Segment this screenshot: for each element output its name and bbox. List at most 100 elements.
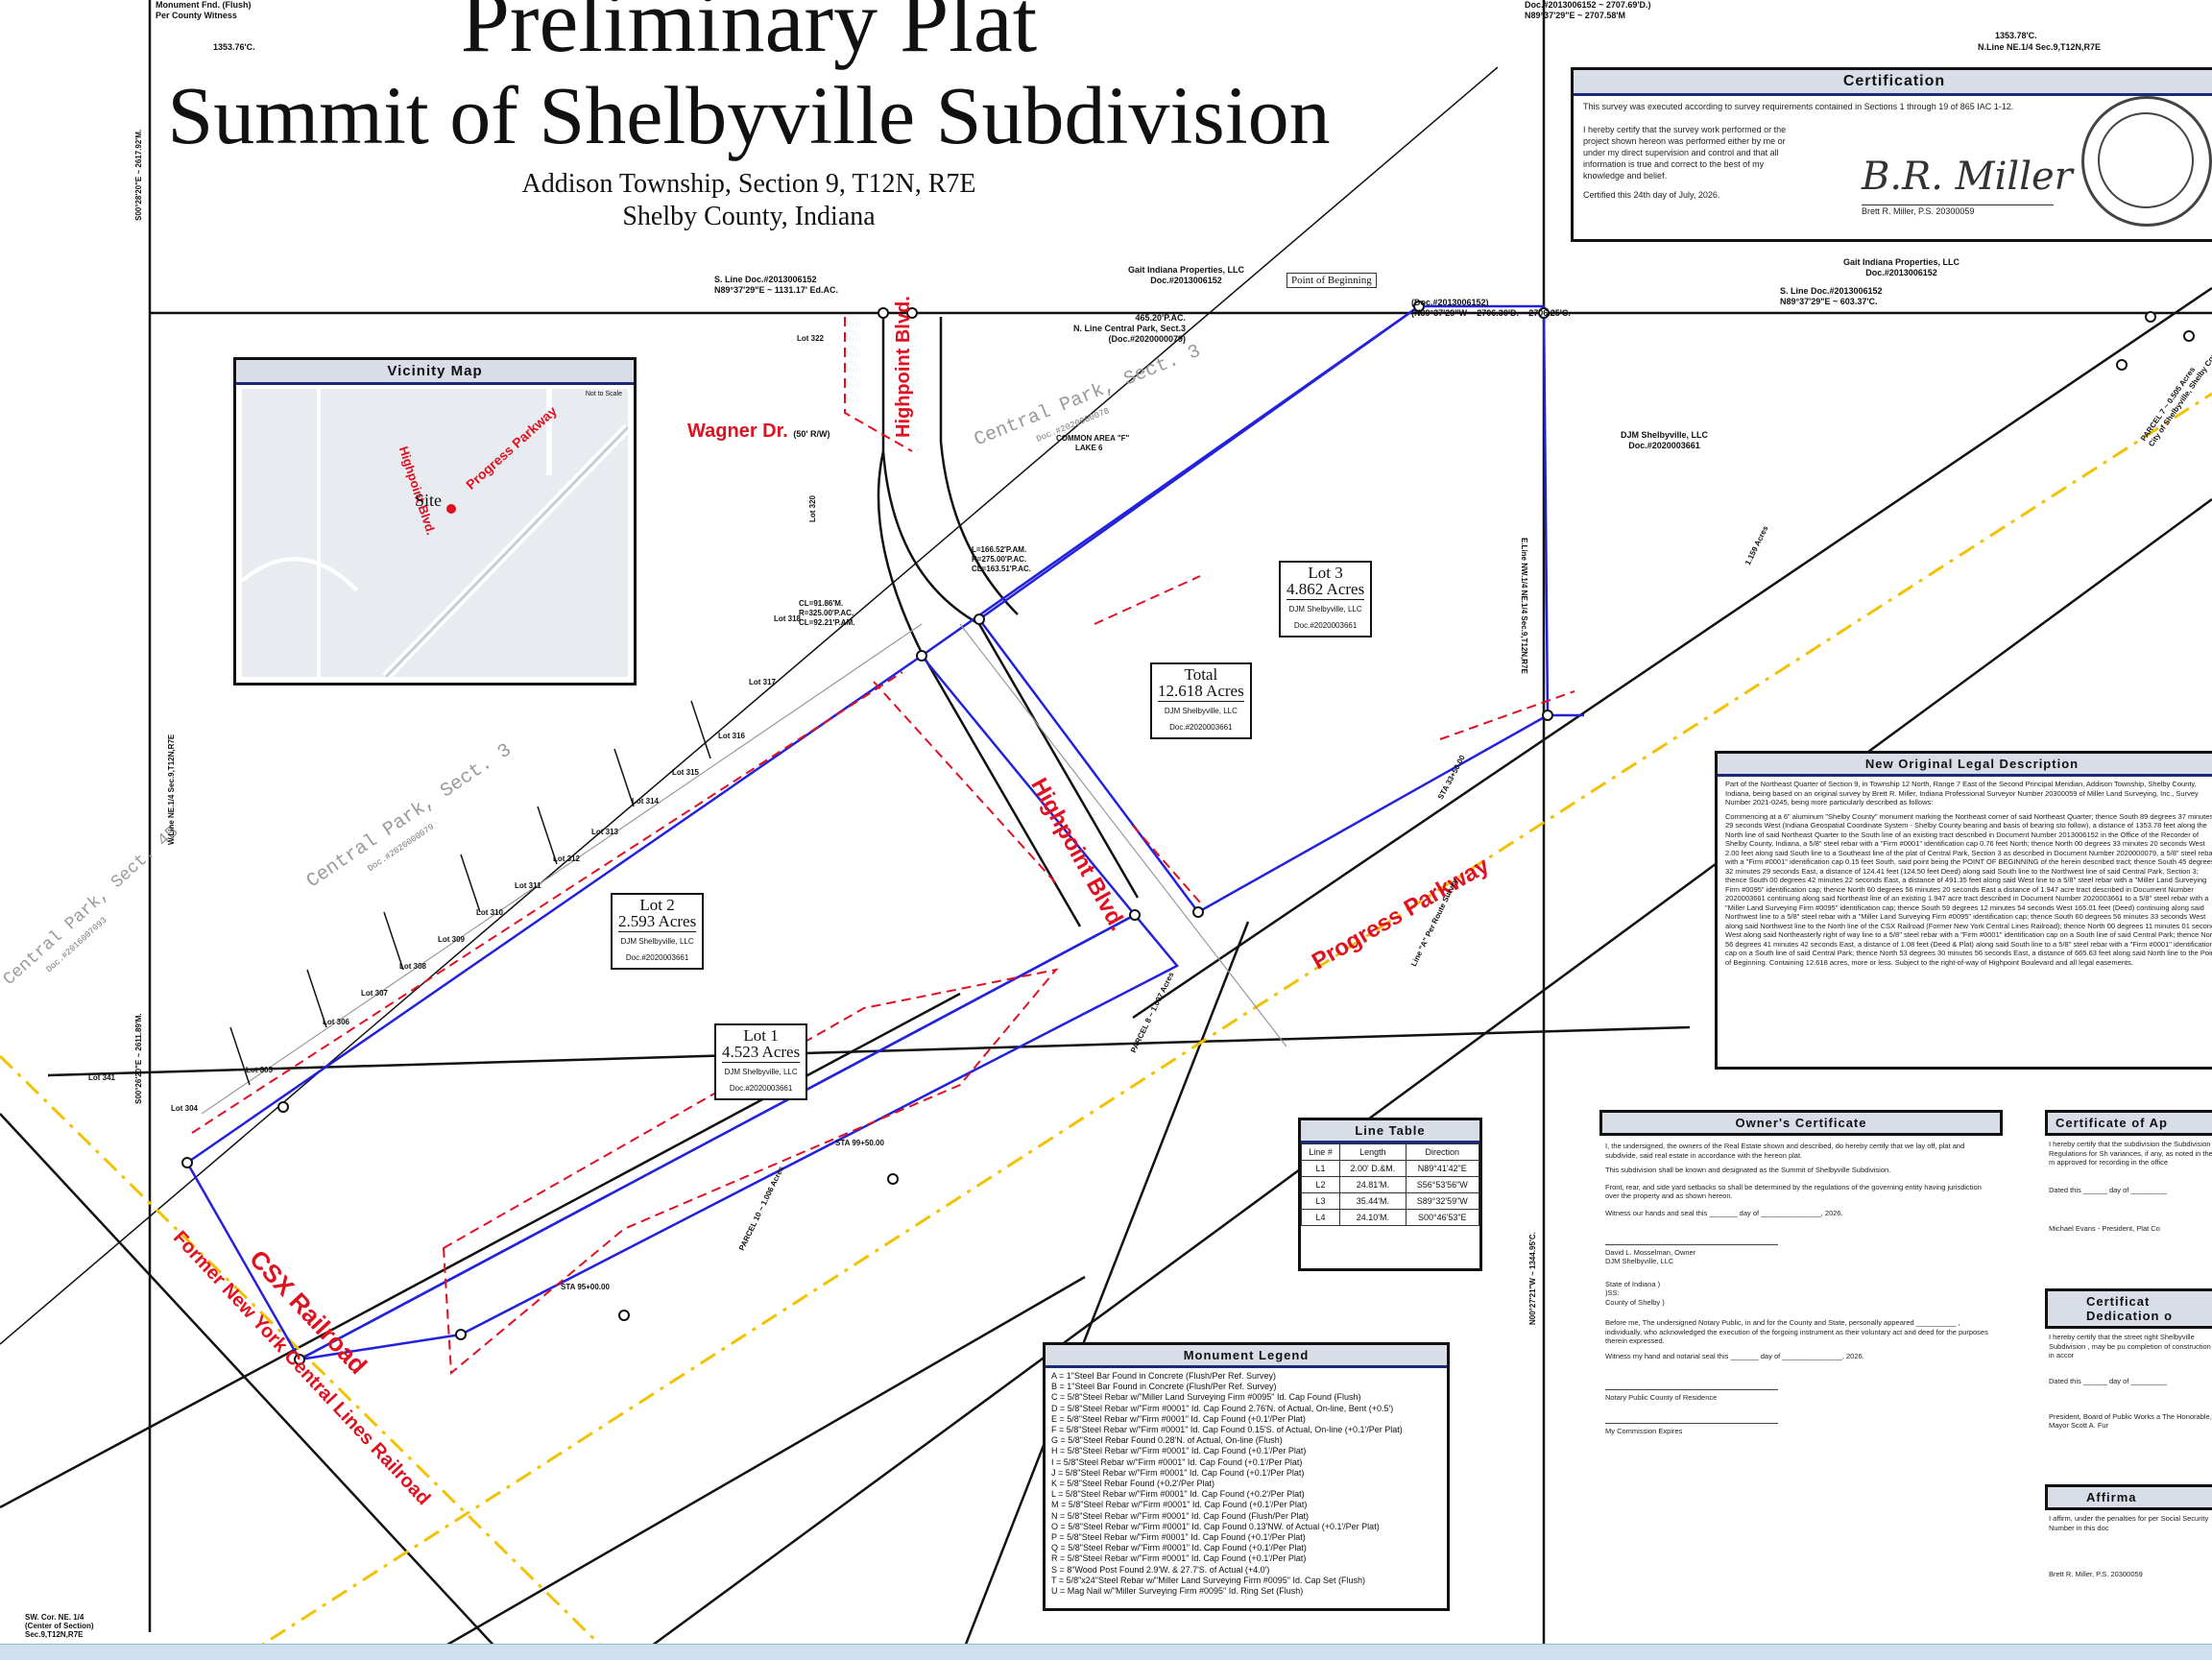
line-direction: S89°32'59"W [1405, 1192, 1480, 1210]
owners-cert-p4: Witness our hands and seal this _______ … [1605, 1208, 1843, 1217]
line-length: 24.10'M. [1339, 1209, 1407, 1226]
sw-corner-label: SW. Cor. NE. 1/4 (Center of Section) Sec… [25, 1613, 94, 1639]
lot-341-label: Lot 341 [88, 1073, 116, 1082]
affirmation: Affirma I affirm, under the penalties fo… [2045, 1484, 2212, 1619]
certification-signer: Brett R. Miller, P.S. 20300059 [1862, 204, 2054, 217]
commission-signer: My Commission Expires [1599, 1402, 2003, 1435]
lot1-name: Lot 1 [743, 1026, 779, 1045]
legal-description-box: New Original Legal Description Part of t… [1715, 751, 2212, 1070]
lot-320-label: Lot 320 [808, 494, 817, 522]
certificate-of-dedication: Certificat Dedication o I hereby certify… [2045, 1288, 2212, 1471]
surveyor-signature: B.R. Miller [1862, 155, 2073, 199]
vicinity-map: Vicinity Map Not to Scale Progress Parkw… [233, 357, 637, 686]
point-of-beginning: Point of Beginning [1286, 273, 1377, 288]
line-direction: S56°53'56"W [1405, 1176, 1480, 1193]
approval-dated: Dated this ______ day of _________ [2049, 1185, 2168, 1194]
legend-item: E = 5/8"Steel Rebar w/"Firm #0001" Id. C… [1051, 1413, 1306, 1424]
building-lines [201, 623, 1287, 1115]
commission-line [1605, 1423, 1778, 1424]
affirmation-signer: Brett R. Miller, P.S. 20300059 [2049, 1570, 2143, 1578]
certification-heading: Certification [1574, 70, 2212, 96]
common-area-name: COMMON AREA "F" [1056, 434, 1130, 443]
lot2-name: Lot 2 [639, 896, 675, 914]
lot-317-label: Lot 317 [749, 678, 777, 686]
rail-centerline [0, 392, 2212, 1659]
dedication-signer: President, Board of Public Works a The H… [2049, 1411, 2212, 1431]
top-right-distance: 1353.78'C. [1995, 31, 2037, 40]
line-direction: S00°46'53"E [1405, 1209, 1480, 1226]
dedication-heading-1: Certificat [2086, 1294, 2151, 1309]
gait-east-name: Gait Indiana Properties, LLC [1843, 257, 1960, 267]
line-id: L1 [1300, 1160, 1341, 1177]
lot1-acres: 4.523 Acres [722, 1043, 801, 1061]
commission-expires: My Commission Expires [1605, 1426, 1683, 1435]
surveyor-seal [2081, 96, 2212, 227]
curve1-length: L=166.52'P.AM. [972, 545, 1027, 554]
station-3: STA 99+50.00 [835, 1139, 884, 1147]
notary-state: State of Indiana ) [1605, 1279, 1661, 1288]
legend-item: P = 5/8"Steel Rebar w/"Firm #0001" Id. C… [1051, 1532, 1306, 1543]
owners-certificate-heading: Owner's Certificate [1599, 1110, 2003, 1136]
lot3-acres: 4.862 Acres [1286, 580, 1365, 598]
line-length: 35.44'M. [1339, 1192, 1407, 1210]
left-bearing-b: S00°28'20"E ~ 2617.92'M. [134, 129, 143, 221]
line-direction: N89°41'42"E [1405, 1160, 1480, 1177]
owners-cert-p2: This subdivision shall be known and desi… [1605, 1166, 1891, 1174]
curve1-chord: CL=163.51'P.AC. [972, 565, 1032, 573]
right-bearing: N00°27'21"W ~ 1344.95'C. [1528, 1232, 1537, 1325]
lot-312-label: Lot 312 [553, 854, 581, 863]
lot-310-label: Lot 310 [476, 908, 504, 917]
easements [191, 317, 1575, 1376]
owner-company: DJM Shelbyville, LLC [1605, 1257, 1674, 1265]
notary-venue: State of Indiana ) )SS: County of Shelby… [1599, 1266, 2003, 1308]
monument-legend-list: A = 1"Steel Bar Found in Concrete (Flush… [1046, 1368, 1447, 1600]
notary-signature-line [1605, 1389, 1778, 1390]
certification-para2: I hereby certify that the survey work pe… [1583, 125, 1787, 180]
pob-bearing: (Doc.#2013006152) (N89°37'29"W ~ 2706.30… [1411, 298, 1571, 319]
monument-legend-heading: Monument Legend [1046, 1345, 1447, 1368]
vicinity-map-roads [242, 389, 628, 677]
ne-corner-note: N.Line NE.1/4 Sec.9,T12N,R7E [1978, 42, 2102, 52]
lot-ticks [229, 700, 711, 1086]
vicinity-site-label: Site [415, 491, 443, 510]
line-id: L3 [1300, 1192, 1341, 1210]
notary-residence: Notary Public County of Residence [1605, 1392, 1718, 1402]
monument-found-label: Monument Fnd. (Flush) [156, 0, 252, 10]
highpoint-north-label: Highpoint Blvd. [893, 296, 914, 438]
lot3-name: Lot 3 [1308, 564, 1343, 582]
line-table-heading: Line Table [1301, 1120, 1479, 1143]
dedication-text: I hereby certify that the street right S… [2049, 1333, 2211, 1359]
lot-322-label: Lot 322 [797, 334, 825, 343]
certification-para1: This survey was executed according to su… [1583, 102, 2014, 111]
line-length: 2.00' D.&M. [1339, 1160, 1407, 1177]
lot-308-label: Lot 308 [399, 962, 427, 971]
curve2-length: CL=91.86'M. [799, 599, 844, 608]
affirmation-heading: Affirma [2045, 1484, 2212, 1510]
legend-item: J = 5/8"Steel Rebar w/"Firm #0001" Id. C… [1051, 1467, 1305, 1478]
line-id: L4 [1300, 1209, 1341, 1226]
total-name: Total [1184, 665, 1218, 684]
top-right-notes: Doc.#2013006152 ~ 2707.69'D.) N89°37'29"… [1525, 0, 1651, 21]
line-table-col-length: Length [1339, 1143, 1407, 1161]
not-to-scale-label: Not to Scale [585, 391, 622, 397]
curve2-data: CL=91.86'M. R=325.00'P.AC. CL=92.21'P.AM… [799, 599, 854, 628]
lot-314-label: Lot 314 [632, 797, 660, 806]
lot-boundaries [185, 304, 1584, 1361]
owners-cert-signer: David L. Mosselman, Owner DJM Shelbyvill… [1599, 1221, 2003, 1266]
owners-cert-p3: Front, rear, and side yard setbacks so s… [1605, 1182, 1982, 1201]
wagner-dr-label: Wagner Dr. (50' R/W) [687, 421, 830, 443]
line-id: L2 [1300, 1176, 1341, 1193]
gait-north-name: Gait Indiana Properties, LLC [1128, 265, 1245, 275]
legend-item: D = 5/8"Steel Rebar w/"Firm #0001" Id. C… [1051, 1403, 1394, 1413]
legend-item: O = 5/8"Steel Rebar w/"Firm #0001" Id. C… [1051, 1521, 1380, 1531]
